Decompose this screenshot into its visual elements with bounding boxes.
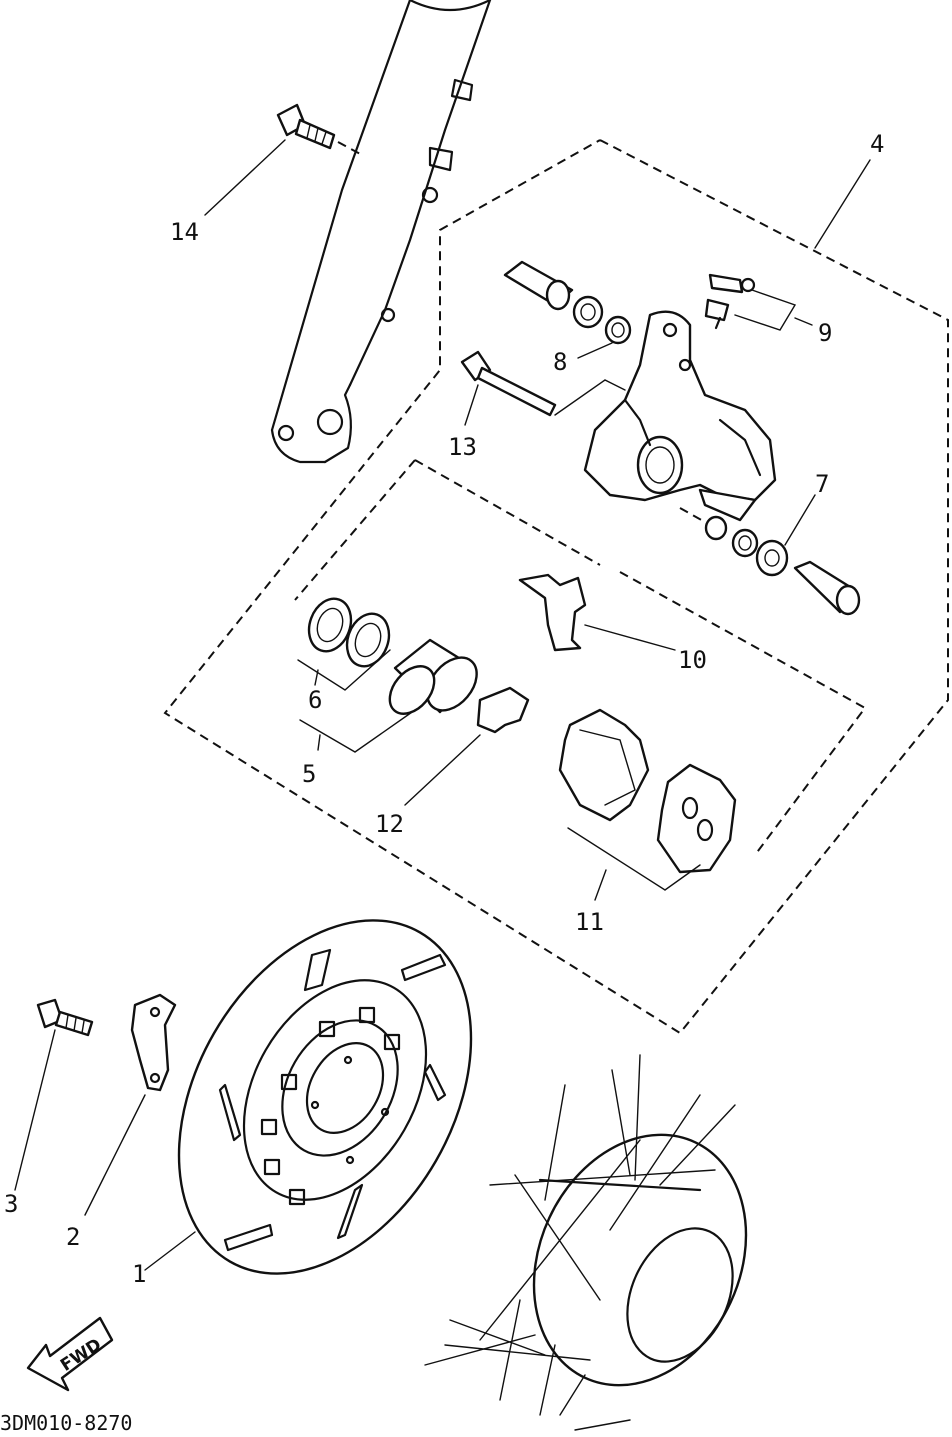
caliper-body bbox=[583, 310, 777, 522]
fwd-arrow: FWD bbox=[26, 1316, 114, 1392]
label-3: 3 bbox=[4, 1190, 18, 1218]
piston-seals-6 bbox=[297, 597, 391, 691]
bolt-3 bbox=[14, 998, 94, 1191]
pin-13 bbox=[460, 350, 626, 426]
drawing-code: 3DM010-8270 bbox=[0, 1411, 132, 1435]
caliper-assembly-outline bbox=[163, 139, 949, 1035]
bleed-screw-9 bbox=[704, 273, 813, 331]
label-13: 13 bbox=[448, 433, 477, 461]
piston-5 bbox=[299, 638, 478, 753]
pin-and-seals-8 bbox=[503, 260, 632, 359]
label-11: 11 bbox=[575, 908, 604, 936]
pad-clip-12 bbox=[404, 686, 530, 806]
label-1: 1 bbox=[132, 1260, 146, 1288]
brake-disc-1 bbox=[144, 919, 473, 1275]
bolt-14 bbox=[204, 103, 363, 216]
label-14: 14 bbox=[170, 218, 199, 246]
pin-and-seals-7 bbox=[679, 494, 861, 616]
label-6: 6 bbox=[308, 686, 322, 714]
label-5: 5 bbox=[302, 760, 316, 788]
label-9: 9 bbox=[818, 319, 832, 347]
label-10: 10 bbox=[678, 646, 707, 674]
lock-washer-2 bbox=[84, 993, 177, 1216]
label-12: 12 bbox=[375, 810, 404, 838]
label-7: 7 bbox=[815, 470, 829, 498]
pad-group-outline bbox=[294, 459, 867, 856]
wheel-hub bbox=[424, 1054, 748, 1431]
label-8: 8 bbox=[553, 348, 567, 376]
label-4: 4 bbox=[870, 130, 884, 158]
label-2: 2 bbox=[66, 1223, 80, 1251]
fork-leg bbox=[270, 0, 492, 464]
brake-pads-11 bbox=[558, 708, 737, 901]
pad-spring-10 bbox=[518, 573, 676, 652]
